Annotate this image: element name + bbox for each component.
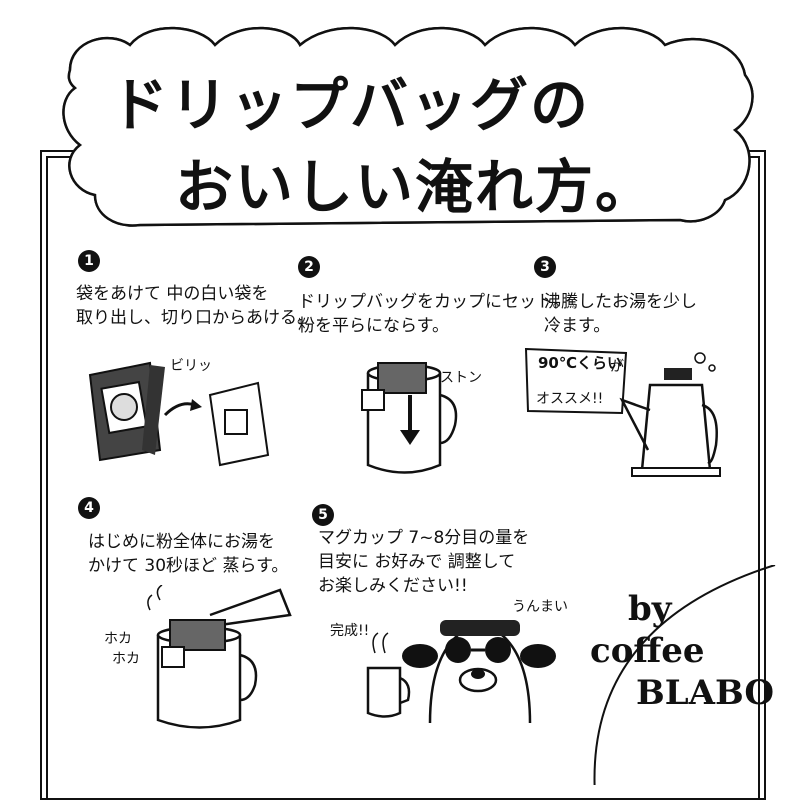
cloud-cover <box>62 26 754 227</box>
step-5-text: マグカップ 7~8分目の量を 目安に お好みで 調整して お楽しみください!! <box>318 528 530 596</box>
pouring-illustration <box>147 585 292 729</box>
step-3-text: 沸騰したお湯を少し 冷ます。 <box>544 292 697 336</box>
delicious-label: うんまい <box>512 599 568 615</box>
step-4-number: 4 <box>78 497 100 519</box>
step-4-text: はじめに粉全体にお湯を かけて 30秒ほど 蒸らす。 <box>88 532 289 576</box>
tear-sound-label: ビリッ <box>170 358 212 374</box>
step-2-number: 2 <box>298 256 320 278</box>
character-illustration <box>366 620 556 724</box>
step-1-number: 1 <box>78 250 100 272</box>
temperature-note-box <box>524 347 628 415</box>
recommend-label: オススメ!! <box>536 391 604 407</box>
title-line-2: おいしい淹れ方。 <box>175 153 656 221</box>
mug-with-dripbag-illustration <box>361 362 458 474</box>
brand-by: by <box>628 589 672 629</box>
temperature-particle: が <box>610 359 624 375</box>
kettle-illustration <box>619 352 721 477</box>
brand-circle <box>593 565 776 785</box>
complete-label: 完成!! <box>330 623 370 639</box>
steam-sound-label-1: ホカ <box>104 631 132 647</box>
steam-sound-label-2: ホカ <box>112 651 140 667</box>
temperature-label: 90℃くらい <box>538 354 623 372</box>
brand-name: BLABO <box>636 673 775 713</box>
step-3-number: 3 <box>534 256 556 278</box>
brand-coffee: coffee <box>590 631 705 671</box>
step-2-text: ドリップバッグをカップにセット。 粉を平らにならす。 <box>298 292 570 336</box>
step-1-text: 袋をあけて 中の白い袋を 取り出し、切り口からあける。 <box>76 284 314 328</box>
step-5-number: 5 <box>312 504 334 526</box>
coffee-package-illustration <box>88 361 270 467</box>
title-line-1: ドリップバッグの <box>110 71 591 139</box>
drop-sound-label: ストン <box>440 370 482 386</box>
